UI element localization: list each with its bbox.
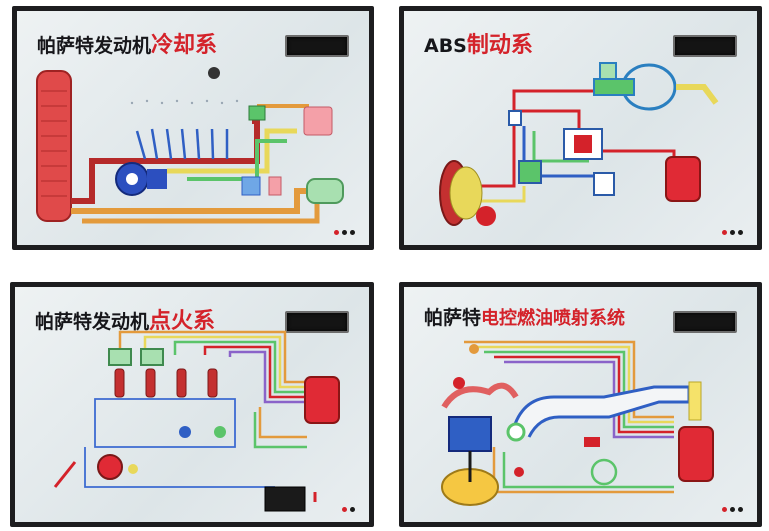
coolant-pipe-lower	[82, 201, 320, 224]
ignition-coil-2	[140, 348, 164, 366]
heater-core	[303, 106, 333, 136]
indicator-light-black	[730, 507, 735, 512]
indicator-light-black	[738, 507, 743, 512]
camshaft-sensor	[214, 426, 226, 438]
indicator-light-black	[350, 230, 355, 235]
board-efi-panel: 帕萨特电控燃油喷射系统	[404, 287, 757, 522]
spark-plug-1	[207, 368, 218, 398]
ignition-coil-1	[108, 348, 132, 366]
brake-line-red	[459, 109, 676, 188]
distributor	[97, 454, 123, 480]
board-efi-title-system: 电控燃油喷射系统	[481, 308, 626, 329]
indicator-light-black	[738, 230, 743, 235]
board-ignition-title-prefix: 帕萨特发动机	[35, 311, 150, 333]
digital-display	[673, 311, 737, 333]
indicator-lights	[342, 507, 355, 512]
board-efi-title: 帕萨特电控燃油喷射系统	[424, 303, 625, 330]
abs-valve-2	[518, 160, 542, 184]
abs-valve-3	[593, 172, 615, 196]
idle-valve	[469, 344, 479, 354]
spark-plug-4	[114, 368, 125, 398]
indicator-light-red	[342, 507, 347, 512]
crankshaft-sensor	[179, 426, 191, 438]
air-intake-duct	[512, 385, 691, 438]
radiator	[36, 70, 72, 222]
board-ignition-title: 帕萨特发动机点火系	[35, 303, 215, 335]
coolant-pipe-bypass	[167, 128, 297, 174]
board-cooling-title-system: 冷却系	[151, 33, 218, 58]
spark-plug-2	[176, 368, 187, 398]
digital-display	[285, 311, 349, 333]
indicator-light-black	[730, 230, 735, 235]
piston	[448, 416, 492, 452]
board-cooling-title-prefix: 帕萨特发动机	[37, 35, 152, 57]
board-cooling-panel: 帕萨特发动机冷却系	[17, 11, 369, 245]
ignition-diagram	[53, 330, 340, 512]
air-filter	[688, 381, 702, 421]
brake-line-red-2	[512, 89, 594, 111]
board-abs-title-system: 制动系	[466, 33, 533, 58]
fuel-filter	[584, 437, 600, 447]
indicator-light-red	[722, 507, 727, 512]
brake-line-yellow	[464, 186, 526, 203]
efi-diagram	[441, 340, 714, 506]
cylinder-head	[441, 382, 519, 409]
coolant-pipe-green	[187, 139, 287, 181]
indicator-lights	[722, 230, 743, 235]
abs-diagram	[439, 62, 719, 226]
board-efi-system: 帕萨特电控燃油喷射系统	[399, 282, 762, 527]
board-efi-title-prefix: 帕萨特	[424, 307, 482, 329]
indicator-light-black	[342, 230, 347, 235]
digital-display	[673, 35, 737, 57]
master-cylinder	[593, 78, 635, 96]
board-ignition-system: 帕萨特发动机点火系	[10, 282, 374, 527]
board-abs-brake-system: ABS制动系	[399, 6, 762, 250]
indicator-light-red	[334, 230, 339, 235]
knock-sensor	[53, 461, 77, 488]
battery	[264, 486, 306, 512]
board-ignition-title-system: 点火系	[149, 309, 216, 334]
abs-ecu	[665, 156, 701, 202]
sensor-red	[514, 467, 524, 477]
digital-display	[285, 35, 349, 57]
board-cooling-system: 帕萨特发动机冷却系	[12, 6, 374, 250]
thermostat	[248, 105, 266, 121]
board-abs-title-prefix: ABS	[424, 35, 467, 57]
temperature-sensor	[208, 67, 220, 79]
expansion-tank	[306, 178, 344, 204]
brake-pedal	[676, 84, 719, 105]
board-abs-panel: ABS制动系	[404, 11, 757, 245]
efi-ecu	[678, 426, 714, 482]
throttle-body	[506, 422, 526, 442]
board-cooling-title: 帕萨特发动机冷却系	[37, 27, 217, 59]
board-abs-title: ABS制动系	[424, 27, 533, 59]
indicator-light-red	[722, 230, 727, 235]
fuel-pressure-regulator	[590, 458, 618, 486]
cooling-diagram	[36, 67, 344, 224]
spark-plug-3	[145, 368, 156, 398]
ignition-ecu	[304, 376, 340, 424]
indicator-lights	[722, 507, 743, 512]
fuel-injector	[453, 377, 465, 389]
indicator-lights	[334, 230, 355, 235]
indicator-light-black	[350, 507, 355, 512]
wheel-speed-sensor	[476, 206, 496, 226]
board-ignition-panel: 帕萨特发动机点火系	[15, 287, 369, 522]
